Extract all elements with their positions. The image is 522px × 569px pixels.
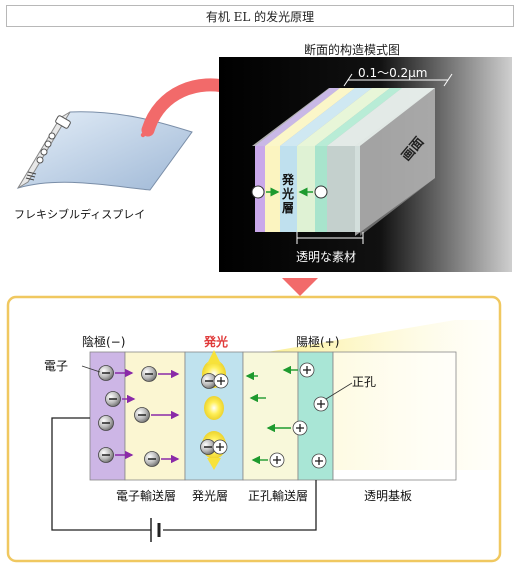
emission-label: 発光 bbox=[204, 335, 229, 349]
layer-label-substrate: 透明基板 bbox=[364, 489, 413, 503]
hole-label: 正孔 bbox=[352, 375, 377, 389]
electrons bbox=[98, 365, 217, 467]
top-electron bbox=[251, 185, 265, 199]
down-arrow bbox=[282, 278, 318, 296]
page-title: 有机 EL 的发光原理 bbox=[205, 10, 315, 24]
transparent-substrate bbox=[332, 351, 457, 481]
thickness-label: 0.1〜0.2μm bbox=[358, 66, 428, 80]
layer-label-electron-transport: 電子輸送層 bbox=[116, 489, 177, 503]
cross-section-caption: 断面的构造模式图 bbox=[304, 43, 401, 57]
flexible-display-label: フレキシブルディスプレイ bbox=[14, 208, 146, 221]
holes bbox=[212, 362, 329, 469]
transparent-material-label: 透明な素材 bbox=[296, 250, 357, 264]
top-hole bbox=[314, 185, 328, 199]
layer-label-emit: 発光層 bbox=[192, 489, 229, 503]
top-emit-layer-label: 発光層 bbox=[282, 173, 295, 215]
cathode-label: 陰極(−) bbox=[82, 335, 126, 349]
cross-section-layers bbox=[252, 88, 435, 236]
flexible-display-device bbox=[16, 111, 193, 191]
circuit-wire bbox=[51, 417, 151, 531]
electron-label: 電子 bbox=[44, 359, 69, 373]
title-bar: 有机 EL 的发光原理 bbox=[6, 5, 514, 27]
layer-label-hole-transport: 正孔輸送層 bbox=[248, 489, 309, 503]
anode-label: 陽極(+) bbox=[296, 335, 340, 349]
